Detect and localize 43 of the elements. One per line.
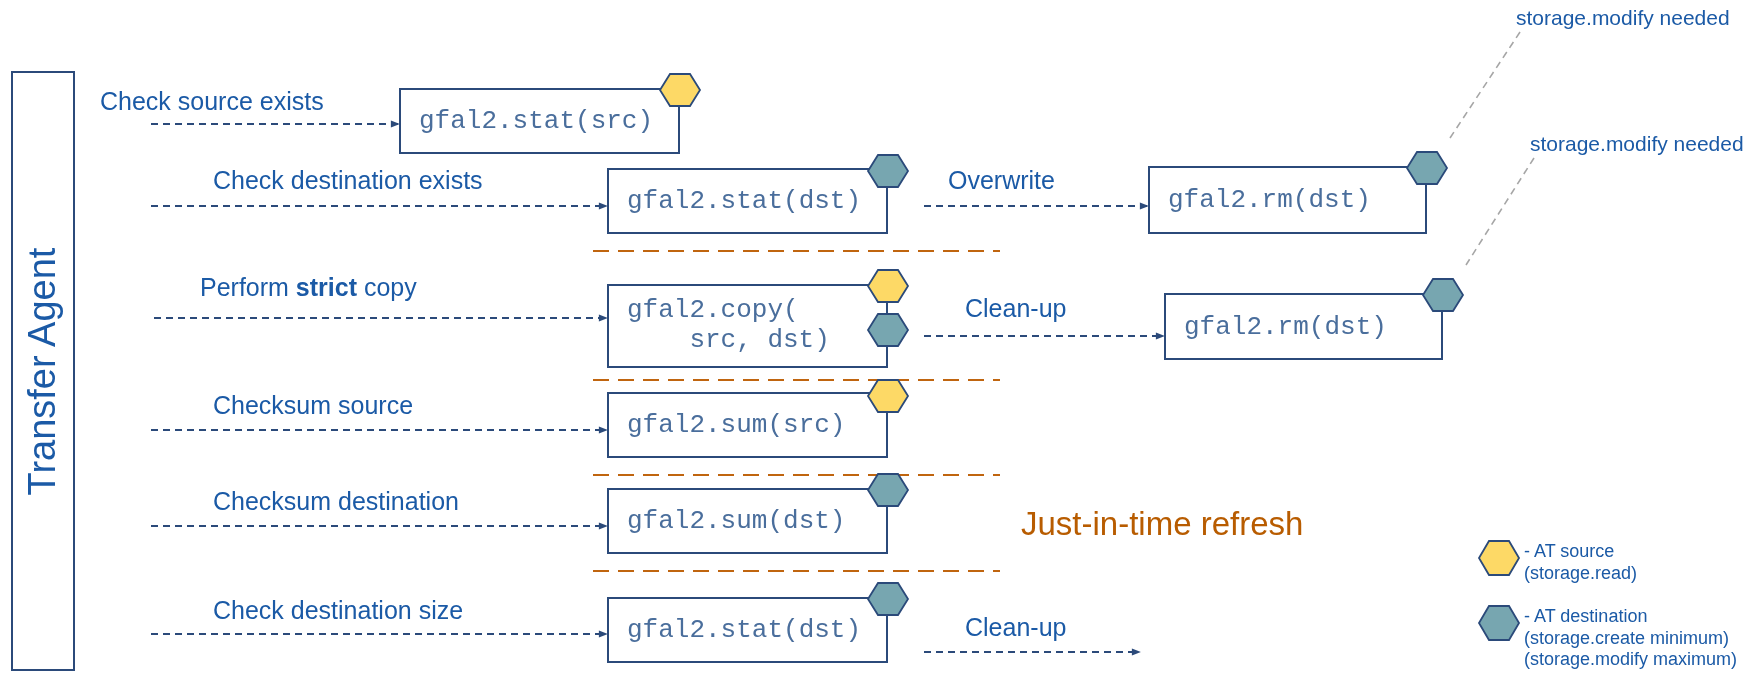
edge-label: Overwrite (948, 166, 1055, 195)
agent-lane (11, 71, 75, 671)
function-box (607, 597, 888, 663)
function-box (607, 488, 888, 554)
edge-label: Check destination exists (213, 166, 483, 195)
function-call: gfal2.stat(dst) (627, 186, 862, 216)
edge-label: Check source exists (100, 87, 324, 116)
legend-label: - AT source (storage.read) (1524, 541, 1639, 585)
dashed-arrow (923, 202, 1149, 210)
function-box (607, 392, 888, 458)
dashed-arrow (150, 202, 608, 210)
edge-label: Clean-up (965, 294, 1067, 323)
function-box (607, 168, 888, 234)
function-call: gfal2.sum(src) (627, 410, 846, 440)
dashed-arrow (150, 630, 608, 638)
function-call: gfal2.stat(src) (419, 106, 654, 136)
function-box (1164, 293, 1443, 360)
edge-label: Checksum source (213, 391, 414, 420)
function-call: gfal2.rm(dst) (1168, 185, 1371, 215)
edge-label: Checksum destination (213, 487, 459, 516)
legend-label: - AT destination (storage.create minimum) (storage.modify maximum) (1524, 606, 1739, 671)
dashed-arrow (153, 314, 608, 322)
function-call: gfal2.sum(dst) (627, 506, 846, 536)
function-box (399, 88, 680, 154)
dashed-arrow (923, 648, 1141, 656)
leader-line (1449, 31, 1521, 139)
function-call: gfal2.stat(dst) (627, 615, 862, 645)
edge-label: Clean-up (965, 613, 1067, 642)
edge-label: Perform strict copy (200, 273, 417, 302)
leader-line (1465, 157, 1535, 266)
dashed-arrow (150, 522, 608, 530)
lane-title: Transfer Agent (21, 247, 65, 495)
note-text: storage.modify needed (1530, 132, 1744, 155)
function-box (1148, 166, 1427, 234)
note-text: storage.modify needed (1516, 6, 1730, 29)
function-box (607, 284, 888, 368)
dashed-arrow (150, 120, 400, 128)
dashed-arrow (150, 426, 608, 434)
function-call: gfal2.rm(dst) (1184, 311, 1387, 342)
dashed-arrow (923, 332, 1165, 340)
function-call: gfal2.copy( src, dst) (627, 296, 831, 356)
edge-label: Check destination size (213, 596, 464, 625)
note-text: Just-in-time refresh (1021, 505, 1304, 543)
